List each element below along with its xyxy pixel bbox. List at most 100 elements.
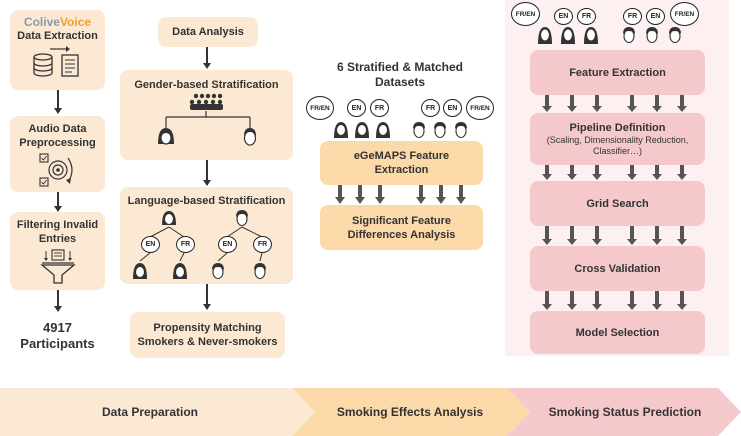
audio-preprocessing-line2: Preprocessing — [19, 137, 96, 149]
language-strat-box: Language-based Stratification — [120, 187, 293, 284]
lang-bubble-en-2: EN — [218, 236, 237, 253]
language-split-tree — [133, 210, 266, 280]
datasets-title-line1: 6 Stratified & Matched — [336, 60, 464, 74]
propensity-line2: Smokers & Never-smokers — [137, 336, 278, 348]
propensity-box: Propensity Matching Smokers & Never-smok… — [130, 312, 285, 358]
stage3-label: Smoking Status Prediction — [548, 405, 702, 419]
filtering-box: Filtering Invalid Entries — [10, 212, 105, 290]
c3-bubble-fren-1: FR/EN — [306, 96, 334, 120]
arrow-c2-2 — [206, 160, 208, 182]
arrows-fe-pipeline — [542, 95, 687, 112]
data-analysis-label: Data Analysis — [172, 26, 244, 38]
grid-search-label: Grid Search — [586, 197, 649, 210]
stage1-label: Data Preparation — [101, 405, 199, 419]
lang-bubble-fr-1: FR — [176, 236, 195, 253]
datasets-title-line2: Datasets — [374, 75, 426, 89]
data-analysis-box: Data Analysis — [158, 17, 258, 47]
pipeline-sub-line2: Classifier…) — [592, 146, 642, 156]
feature-extraction-label: Feature Extraction — [569, 66, 666, 79]
female-head-icon — [162, 211, 176, 226]
datasets-title: 6 Stratified & Matched Datasets — [320, 60, 480, 90]
arrowhead-c2-2 — [203, 180, 211, 186]
participants-result: 4917 Participants — [10, 320, 105, 352]
stage1-chevron — [0, 388, 315, 436]
crowd-icon — [189, 93, 223, 110]
colivevoice-logo: ColiveVoice — [24, 15, 91, 29]
arrowhead-c1-1 — [54, 108, 62, 114]
significant-box: Significant Feature Differences Analysis — [320, 205, 483, 250]
filtering-line2: Entries — [38, 233, 77, 245]
database-to-document-icon — [32, 46, 79, 77]
c4-bubble-fren-2: FR/EN — [670, 2, 699, 26]
female-head-icon — [173, 263, 187, 279]
gender-strat-box: Gender-based Stratification — [120, 70, 293, 160]
arrow-c2-1 — [206, 47, 208, 65]
stage2-chevron — [292, 388, 530, 436]
arrow-c1-1 — [57, 90, 59, 110]
c3-bubble-en: EN — [347, 99, 366, 117]
significant-line2: Differences Analysis — [347, 228, 456, 241]
female-head-icon — [133, 263, 147, 279]
female-head-icon — [158, 128, 174, 145]
egemaps-line2: Extraction — [374, 164, 429, 176]
c4-bubble-fren-1: FR/EN — [511, 2, 540, 26]
brand-part2: Voice — [59, 15, 92, 29]
c4-bubble-en: EN — [554, 8, 573, 25]
male-head-icon — [254, 263, 266, 280]
brand-part1: Colive — [23, 15, 60, 29]
feature-extraction-box: Feature Extraction — [530, 50, 705, 95]
col3-heads — [334, 122, 467, 139]
lang-bubble-fr-2: FR — [253, 236, 272, 253]
c3-bubble-en-2: EN — [443, 99, 462, 117]
audio-preprocessing-box: Audio Data Preprocessing — [10, 116, 105, 192]
pipeline-sub-line1: (Scaling, Dimensionality Reduction, — [546, 135, 689, 145]
c3-bubble-fr-1: FR — [370, 99, 389, 117]
col4-heads — [538, 27, 681, 44]
cross-validation-box: Cross Validation — [530, 246, 705, 291]
participants-count: 4917 — [43, 320, 72, 335]
c4-bubble-fr-1: FR — [577, 8, 596, 25]
grid-search-box: Grid Search — [530, 181, 705, 226]
filter-funnel-icon — [39, 249, 76, 284]
arrowhead-c1-2 — [54, 206, 62, 212]
stage2-label: Smoking Effects Analysis — [336, 405, 484, 419]
gender-split-tree — [158, 93, 257, 146]
male-head-icon — [243, 128, 257, 146]
model-selection-box: Model Selection — [530, 311, 705, 354]
significant-line1: Significant Feature — [351, 214, 452, 227]
c3-bubble-fren-2: FR/EN — [466, 96, 494, 120]
participants-label: Participants — [20, 336, 95, 351]
arrows-pipeline-grid — [542, 165, 687, 180]
pipeline-title: Pipeline Definition — [569, 122, 666, 134]
male-head-icon — [212, 263, 224, 280]
language-strat-label: Language-based Stratification — [127, 195, 286, 207]
cross-validation-label: Cross Validation — [574, 262, 661, 275]
c4-bubble-en-2: EN — [646, 8, 665, 25]
data-extraction-label: Data Extraction — [17, 30, 98, 42]
gender-strat-label: Gender-based Stratification — [134, 79, 279, 91]
egemaps-line1: eGeMAPS Feature — [353, 150, 450, 162]
filtering-line1: Filtering Invalid — [16, 219, 99, 231]
c4-bubble-fr-2: FR — [623, 8, 642, 25]
model-selection-label: Model Selection — [575, 326, 660, 339]
lang-bubble-en-1: EN — [141, 236, 160, 253]
stage-bar — [0, 388, 741, 436]
stage3-chevron — [507, 388, 741, 436]
data-extraction-box: ColiveVoice Data Extraction — [10, 10, 105, 90]
audio-preprocessing-line1: Audio Data — [28, 123, 87, 135]
arrowhead-c2-3 — [203, 304, 211, 310]
egemaps-box: eGeMAPS Feature Extraction — [320, 141, 483, 185]
pipeline-box: Pipeline Definition (Scaling, Dimensiona… — [530, 113, 705, 165]
arrow-c1-3 — [57, 290, 59, 308]
arrowhead-c1-3 — [54, 306, 62, 312]
arrows-grid-cv — [542, 226, 687, 245]
arrowhead-c2-1 — [203, 63, 211, 69]
arrows-cv-model — [542, 291, 687, 310]
arrow-c1-2 — [57, 192, 59, 208]
egemaps-arrows — [335, 185, 466, 204]
male-head-icon — [236, 210, 248, 227]
propensity-line1: Propensity Matching — [153, 322, 262, 334]
audio-process-icon — [38, 153, 73, 187]
c3-bubble-fr-2: FR — [421, 99, 440, 117]
arrow-c2-3 — [206, 284, 208, 306]
